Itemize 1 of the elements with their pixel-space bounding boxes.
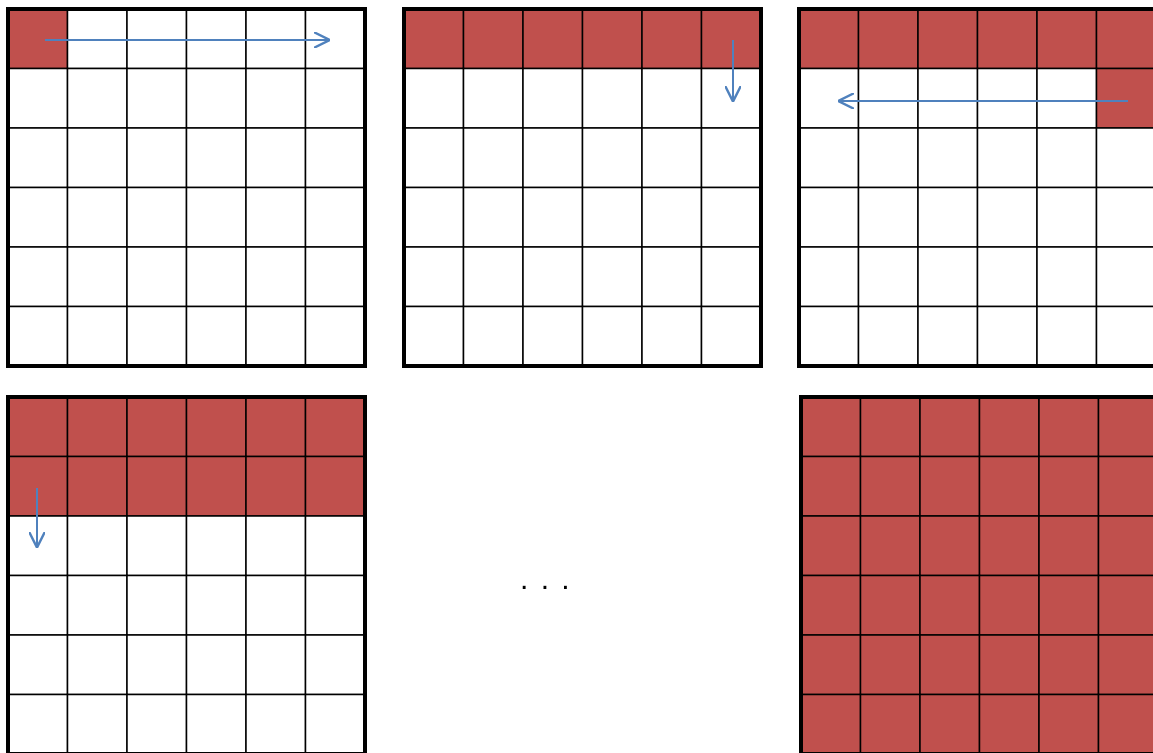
ellipsis-text: . . . [520,562,572,596]
